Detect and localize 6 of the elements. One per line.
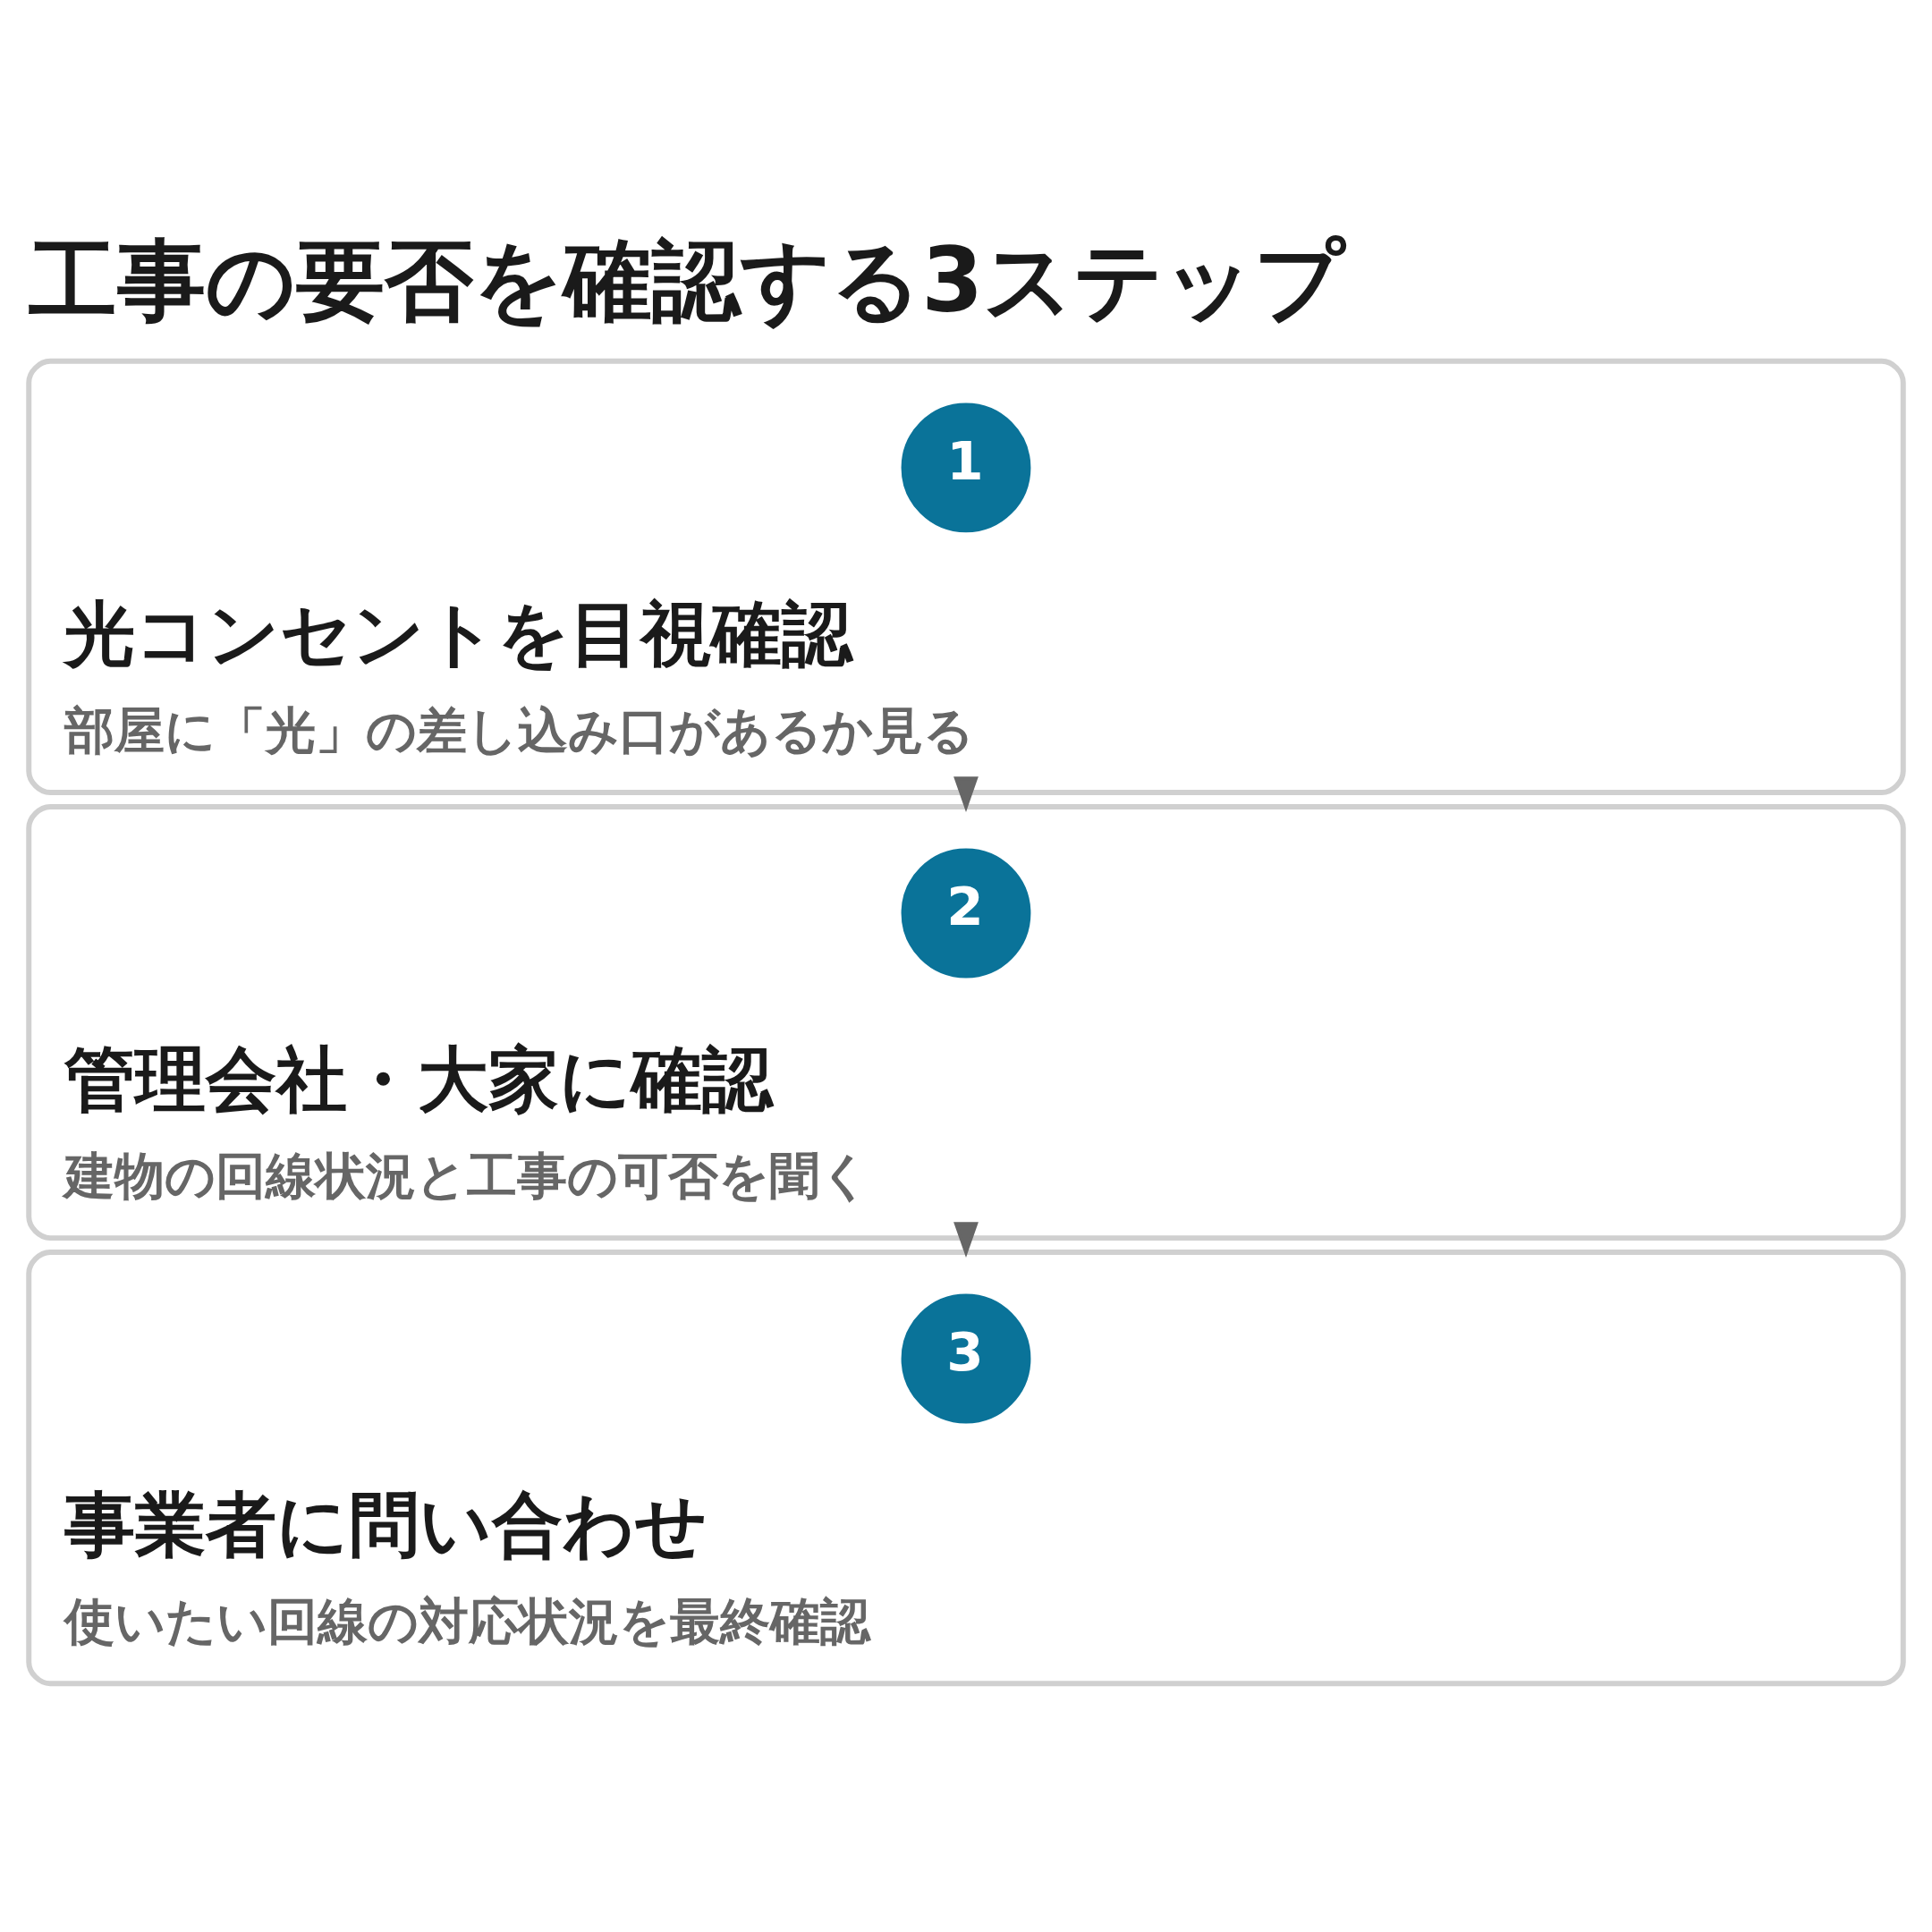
arrow [953,775,979,812]
arrow [953,1221,979,1258]
node-circle: 1 [901,402,1031,532]
node-circle: 2 [901,848,1031,978]
node-circle: 3 [901,1293,1031,1423]
diagram-title: 工事の要否を確認する3ステップ [29,228,1345,332]
